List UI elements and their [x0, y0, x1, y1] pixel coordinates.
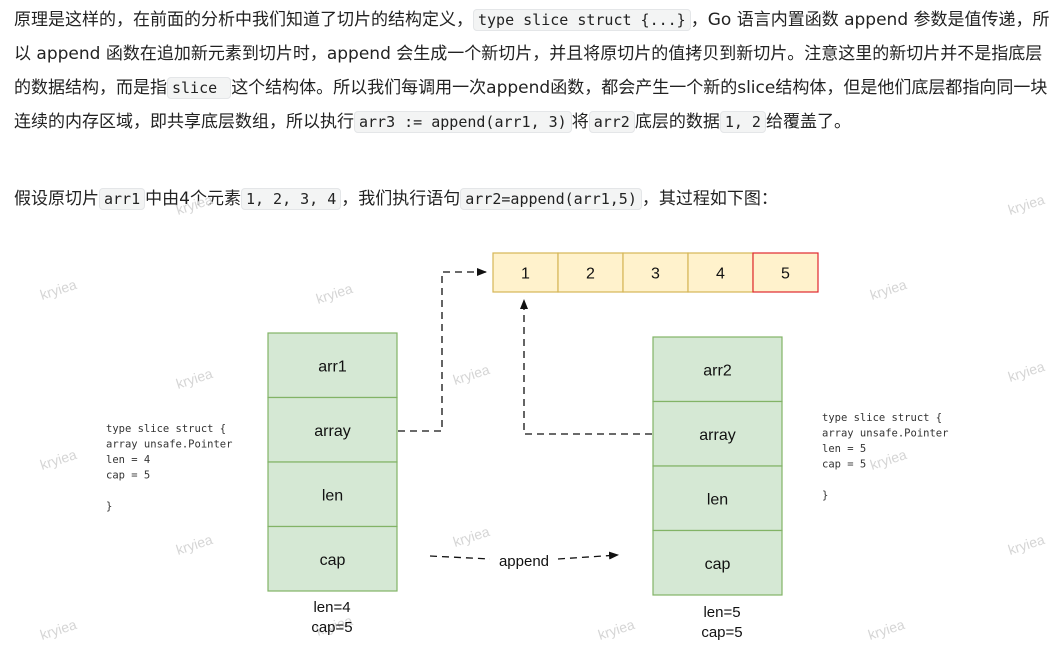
struct-code-line: type slice struct {: [106, 423, 226, 435]
struct-field-box: [267, 332, 398, 399]
struct-code-line: array unsafe.Pointer: [822, 428, 948, 440]
array-cell: [752, 252, 819, 293]
struct-field-label: cap: [705, 556, 731, 573]
text-span: 底层的数据: [634, 112, 720, 132]
watermark-text: kryiea: [451, 361, 492, 388]
array-cell: [557, 252, 624, 293]
array-cell: [622, 252, 689, 293]
right-slice-struct: arr2 array len cap len=5 cap=5 type slice stru…: [652, 336, 948, 641]
text-span: 原理是这样的，在前面的分析中我们知道了切片的结构定义，: [14, 10, 473, 30]
text-span: 给覆盖了。: [765, 112, 851, 132]
array-cell-value: 5: [781, 266, 790, 283]
array-cell-value: 4: [716, 266, 725, 283]
inline-code: arr2=append(arr1,5): [460, 188, 642, 210]
text-span: ，我们执行语句: [341, 189, 461, 209]
struct-field-label: arr2: [703, 362, 732, 379]
array-cell-value: 1: [521, 266, 530, 283]
watermark-text: kryiea: [451, 523, 492, 550]
struct-footer-text: cap=5: [701, 624, 742, 641]
left-slice-struct: arr1 array len cap len=4 cap=5 type slice stru…: [106, 332, 398, 636]
struct-field-label: len: [322, 487, 343, 504]
inline-code: arr1: [99, 188, 146, 210]
watermark-text: kryiea: [868, 276, 909, 303]
inline-code: 1, 2, 3, 4: [240, 188, 342, 210]
struct-field-label: arr1: [318, 358, 347, 375]
struct-code-line: array unsafe.Pointer: [106, 439, 232, 451]
text-span: 中由4个元素: [145, 189, 241, 209]
struct-field-box: [652, 400, 783, 467]
array-cell: [687, 252, 754, 293]
struct-field-label: array: [314, 423, 350, 440]
inline-code: arr3 := append(arr1, 3): [354, 111, 572, 133]
struct-footer-text: cap=5: [311, 619, 352, 636]
inline-code: slice: [167, 77, 232, 99]
array-cell-value: 3: [651, 266, 660, 283]
watermark-text: kryiea: [38, 616, 79, 643]
struct-field-label: cap: [320, 552, 346, 569]
left-pointer-arrow: [398, 268, 487, 432]
watermark-text: kryiea: [596, 616, 637, 643]
struct-code-line: type slice struct {: [822, 412, 942, 424]
watermark-text: kryiea: [174, 365, 215, 392]
underlying-array: 1 2 3 4 5: [492, 252, 819, 293]
watermark-text: kryiea: [868, 446, 909, 473]
struct-code-line: len = 5: [822, 443, 866, 455]
struct-field-box: [652, 529, 783, 596]
right-pointer-arrow: [520, 299, 652, 435]
struct-code-line: }: [822, 490, 828, 502]
struct-field-label: len: [707, 491, 728, 508]
inline-code: 1, 2: [719, 111, 766, 133]
watermark-text: kryiea: [1006, 358, 1047, 385]
watermark-text: kryiea: [1006, 531, 1047, 558]
text-span: 假设原切片: [14, 189, 99, 209]
struct-field-box: [652, 336, 783, 403]
inline-code: arr2: [588, 111, 635, 133]
struct-code-line: len = 4: [106, 454, 150, 466]
watermark-text: kryiea: [314, 280, 355, 307]
struct-field-box: [652, 465, 783, 532]
watermark-text: kryiea: [174, 191, 215, 218]
watermark-text: kryiea: [38, 446, 79, 473]
struct-field-box: [267, 525, 398, 592]
struct-code-line: cap = 5: [822, 459, 866, 471]
append-arrow-right: [557, 551, 619, 560]
struct-field-label: array: [699, 427, 735, 444]
struct-code-line: cap = 5: [106, 470, 150, 482]
watermark-text: kryiea: [174, 531, 215, 558]
inline-code: type slice struct {...}: [473, 9, 691, 31]
intro-paragraph: 原理是这样的，在前面的分析中我们知道了切片的结构定义，type slice st…: [14, 3, 1054, 139]
text-span: 将: [571, 112, 589, 132]
text-span: 这个结构体。所以我们每调用一次append函数，都会产生一个新的slice结构体…: [14, 78, 1048, 132]
watermark-text: kryiea: [866, 616, 907, 643]
struct-footer-text: len=4: [313, 599, 350, 616]
text-span: ，Go 语言内置函数 append 参数是值传递，所以 append 函数在追加…: [14, 10, 1050, 98]
append-label: append: [499, 553, 549, 570]
array-cell-value: 2: [586, 266, 595, 283]
watermark-text: kryiea: [38, 276, 79, 303]
struct-footer-text: len=5: [703, 604, 740, 621]
append-arrow-left: [429, 555, 491, 560]
watermark-text: kryiea: [1006, 191, 1047, 218]
text-span: ，其过程如下图：: [641, 189, 778, 209]
struct-field-box: [267, 461, 398, 528]
struct-code-line: }: [106, 501, 112, 513]
